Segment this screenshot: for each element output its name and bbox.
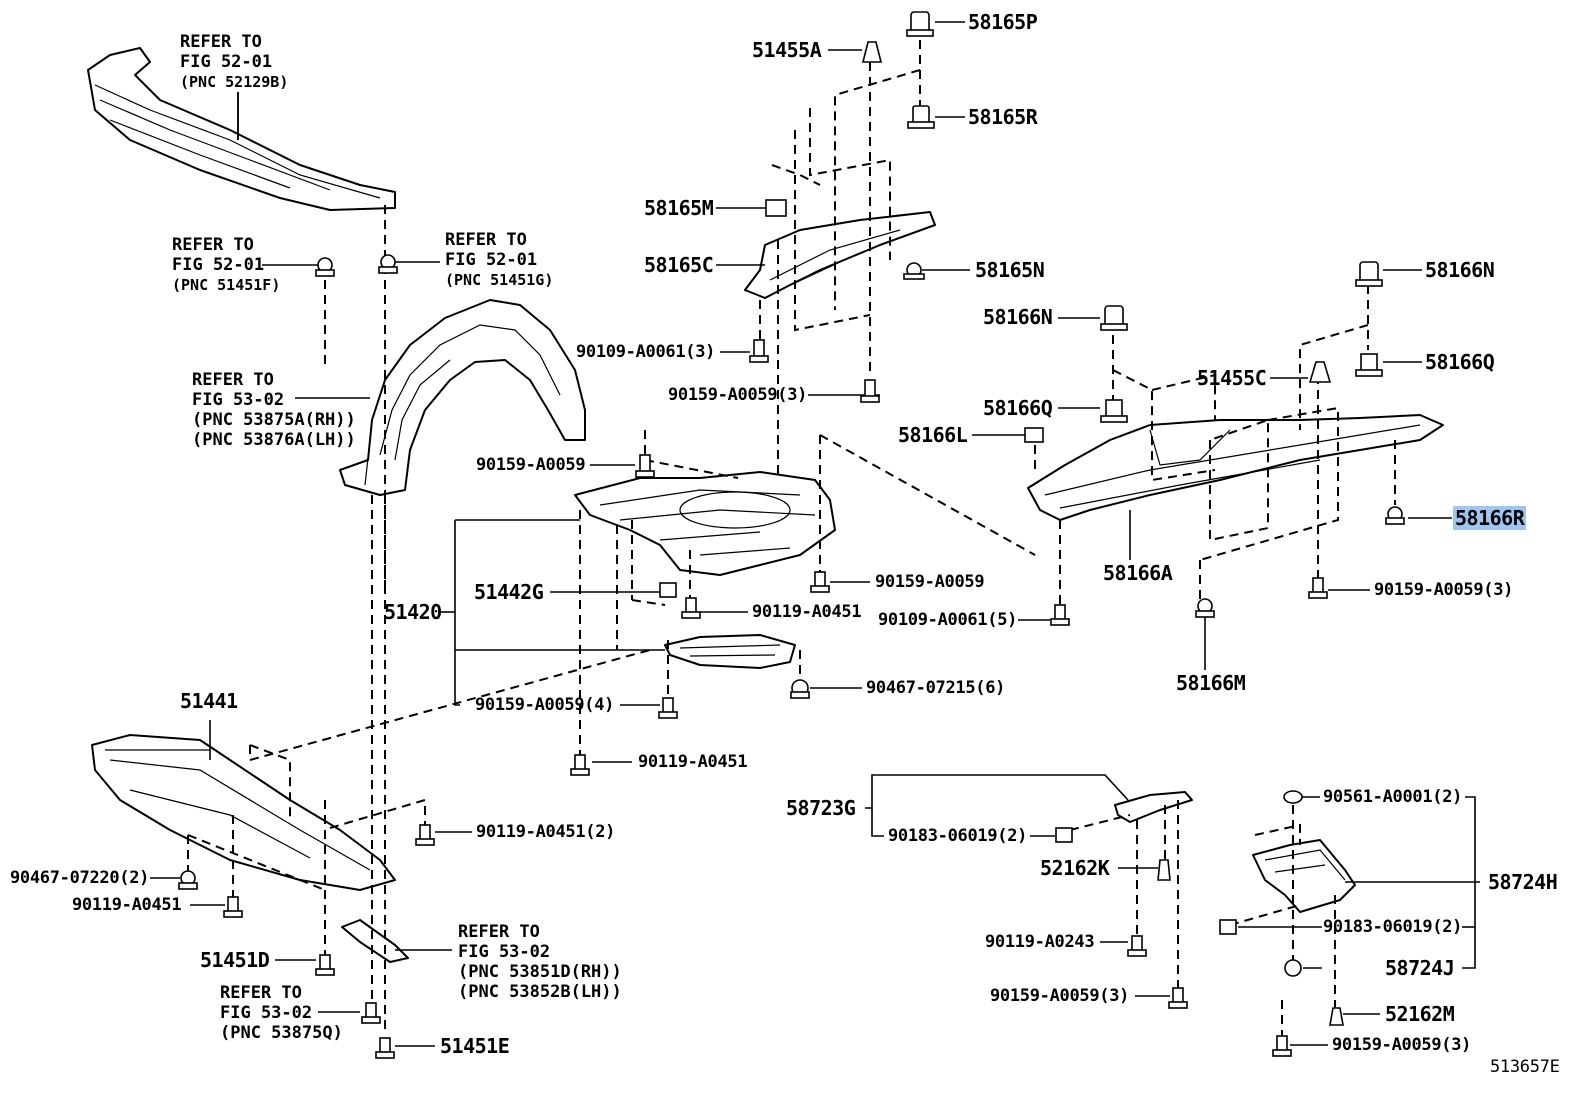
part-label-52162K[interactable]: 52162K bbox=[1040, 856, 1110, 880]
rear-undercover-part bbox=[1027, 414, 1444, 521]
part-label-90467-07215-6[interactable]: 90467-07215(6) bbox=[866, 678, 1006, 698]
part-label-51451E[interactable]: 51451E bbox=[440, 1034, 510, 1058]
part-label-58166R[interactable]: 58166R bbox=[1453, 506, 1527, 530]
part-label-90119-A0451-mid[interactable]: 90119-A0451 bbox=[752, 602, 862, 622]
brace-part bbox=[341, 919, 409, 963]
front-undercover-part bbox=[91, 734, 396, 891]
fender-liner-part bbox=[339, 299, 586, 496]
part-label-58165P[interactable]: 58165P bbox=[968, 10, 1038, 34]
part-label-90159-A0059-3-right[interactable]: 90159-A0059(3) bbox=[1374, 580, 1514, 600]
part-label-58166M[interactable]: 58166M bbox=[1176, 671, 1246, 695]
part-label-90159-A0059-upper[interactable]: 90159-A0059 bbox=[476, 455, 586, 475]
part-label-58723G[interactable]: 58723G bbox=[786, 796, 856, 820]
part-label-58166N-left[interactable]: 58166N bbox=[983, 305, 1053, 329]
part-label-90183-06019-2-left[interactable]: 90183-06019(2) bbox=[888, 826, 1028, 846]
rear-bracket-part bbox=[744, 211, 936, 299]
bracket-58723G-part bbox=[1114, 791, 1193, 823]
part-label-90159-A0059-3-lower[interactable]: 90159-A0059(3) bbox=[990, 986, 1130, 1006]
fasteners bbox=[178, 11, 1405, 1059]
part-label-58724J[interactable]: 58724J bbox=[1385, 956, 1455, 980]
part-label-58165N[interactable]: 58165N bbox=[975, 258, 1045, 282]
part-label-51441[interactable]: 51441 bbox=[180, 689, 238, 713]
small-undercover-part bbox=[664, 634, 796, 669]
part-label-90119-A0451-left[interactable]: 90119-A0451 bbox=[72, 895, 182, 915]
part-label-90119-A0243[interactable]: 90119-A0243 bbox=[985, 932, 1095, 952]
part-label-90159-A0059-4[interactable]: 90159-A0059(4) bbox=[475, 695, 615, 715]
part-label-90109-A0061-3[interactable]: 90109-A0061(3) bbox=[576, 342, 716, 362]
part-label-90119-A0451-lower[interactable]: 90119-A0451 bbox=[638, 752, 748, 772]
part-label-58165R[interactable]: 58165R bbox=[968, 105, 1038, 129]
part-label-58724H[interactable]: 58724H bbox=[1488, 870, 1558, 894]
part-label-90467-07220-2[interactable]: 90467-07220(2) bbox=[10, 868, 150, 888]
part-label-58165C[interactable]: 58165C bbox=[644, 253, 714, 277]
part-label-51455C[interactable]: 51455C bbox=[1197, 366, 1267, 390]
part-label-58166N-right[interactable]: 58166N bbox=[1425, 258, 1495, 282]
diagram-id: 513657E bbox=[1490, 1057, 1560, 1077]
assembly-dashed-lines bbox=[187, 40, 1396, 1040]
part-label-90109-A0061-5[interactable]: 90109-A0061(5) bbox=[878, 610, 1018, 630]
part-label-58165M[interactable]: 58165M bbox=[644, 196, 714, 220]
part-label-51420[interactable]: 51420 bbox=[384, 600, 442, 624]
part-label-90561-A0001-2[interactable]: 90561-A0001(2) bbox=[1323, 787, 1463, 807]
highlighted-part-number[interactable]: 58166R bbox=[1453, 506, 1527, 530]
part-label-90119-A0451-2[interactable]: 90119-A0451(2) bbox=[476, 822, 616, 842]
part-label-51455A[interactable]: 51455A bbox=[752, 38, 822, 62]
cover-58724H-part bbox=[1252, 839, 1356, 913]
part-label-52162M[interactable]: 52162M bbox=[1385, 1002, 1455, 1026]
part-label-90183-06019-2-right[interactable]: 90183-06019(2) bbox=[1323, 917, 1463, 937]
engine-undercover-part bbox=[574, 471, 836, 576]
part-label-58166Q-left[interactable]: 58166Q bbox=[983, 396, 1053, 420]
part-label-90159-A0059-3-upper[interactable]: 90159-A0059(3) bbox=[668, 385, 808, 405]
part-label-90159-A0059-3-bottom[interactable]: 90159-A0059(3) bbox=[1332, 1035, 1472, 1055]
part-label-90159-A0059-mid[interactable]: 90159-A0059 bbox=[875, 572, 985, 592]
part-label-58166A[interactable]: 58166A bbox=[1103, 561, 1173, 585]
part-label-58166Q-right[interactable]: 58166Q bbox=[1425, 350, 1495, 374]
part-label-58166L[interactable]: 58166L bbox=[898, 423, 968, 447]
leader-lines bbox=[150, 21, 1480, 1047]
part-label-51451D[interactable]: 51451D bbox=[200, 948, 270, 972]
part-label-51442G[interactable]: 51442G bbox=[474, 580, 544, 604]
